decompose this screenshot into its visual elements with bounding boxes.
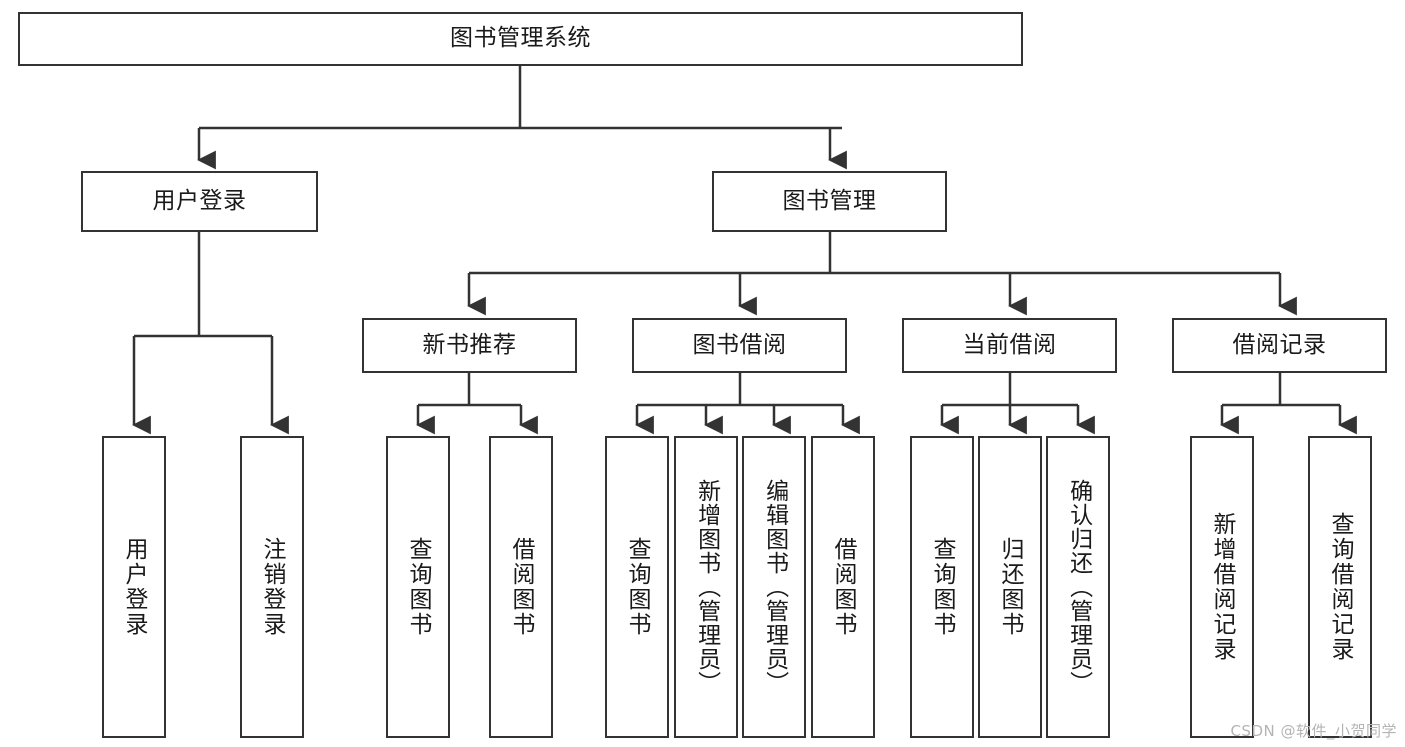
node-root-label: 图书管理系统	[450, 25, 591, 52]
leaf-label: 查询图书	[405, 537, 432, 637]
node-borrow-record[interactable]: 借阅记录	[1172, 318, 1387, 373]
leaf-user-login-0[interactable]: 用户登录	[102, 436, 166, 738]
leaf-book-borrow-0[interactable]: 查询图书	[605, 436, 669, 738]
leaf-borrow-record-0[interactable]: 新增借阅记录	[1190, 436, 1254, 738]
leaf-label: 用户登录	[121, 537, 148, 637]
leaf-label: 借阅图书	[830, 537, 857, 637]
leaf-label: 新增图书（管理员）	[693, 479, 720, 695]
node-new-book-recommend[interactable]: 新书推荐	[362, 318, 577, 373]
leaf-label: 确认归还（管理员）	[1065, 479, 1092, 695]
leaf-book-borrow-3[interactable]: 借阅图书	[811, 436, 875, 738]
leaf-current-borrow-1[interactable]: 归还图书	[978, 436, 1042, 738]
node-user-login[interactable]: 用户登录	[81, 171, 318, 232]
leaf-label: 查询图书	[929, 537, 956, 637]
node-new-book-recommend-label: 新书推荐	[422, 331, 517, 358]
leaf-user-login-1[interactable]: 注销登录	[240, 436, 304, 738]
leaf-label: 注销登录	[259, 537, 286, 637]
node-current-borrow[interactable]: 当前借阅	[902, 318, 1117, 373]
node-book-borrow-label: 图书借阅	[692, 331, 787, 358]
leaf-label: 归还图书	[997, 537, 1024, 637]
leaf-label: 新增借阅记录	[1209, 512, 1236, 662]
leaf-label: 编辑图书（管理员）	[761, 479, 788, 695]
node-borrow-record-label: 借阅记录	[1232, 331, 1327, 358]
leaf-current-borrow-2[interactable]: 确认归还（管理员）	[1046, 436, 1110, 738]
node-book-manage[interactable]: 图书管理	[712, 171, 947, 232]
node-root[interactable]: 图书管理系统	[18, 12, 1023, 66]
leaf-label: 查询借阅记录	[1327, 512, 1354, 662]
leaf-new-book-recommend-1[interactable]: 借阅图书	[489, 436, 553, 738]
leaf-label: 查询图书	[624, 537, 651, 637]
node-current-borrow-label: 当前借阅	[962, 331, 1057, 358]
leaf-book-borrow-2[interactable]: 编辑图书（管理员）	[742, 436, 806, 738]
leaf-current-borrow-0[interactable]: 查询图书	[910, 436, 974, 738]
node-user-login-label: 用户登录	[152, 187, 247, 214]
node-book-manage-label: 图书管理	[782, 187, 877, 214]
leaf-borrow-record-1[interactable]: 查询借阅记录	[1308, 436, 1372, 738]
leaf-new-book-recommend-0[interactable]: 查询图书	[386, 436, 450, 738]
leaf-label: 借阅图书	[508, 537, 535, 637]
node-book-borrow[interactable]: 图书借阅	[632, 318, 847, 373]
leaf-book-borrow-1[interactable]: 新增图书（管理员）	[674, 436, 738, 738]
